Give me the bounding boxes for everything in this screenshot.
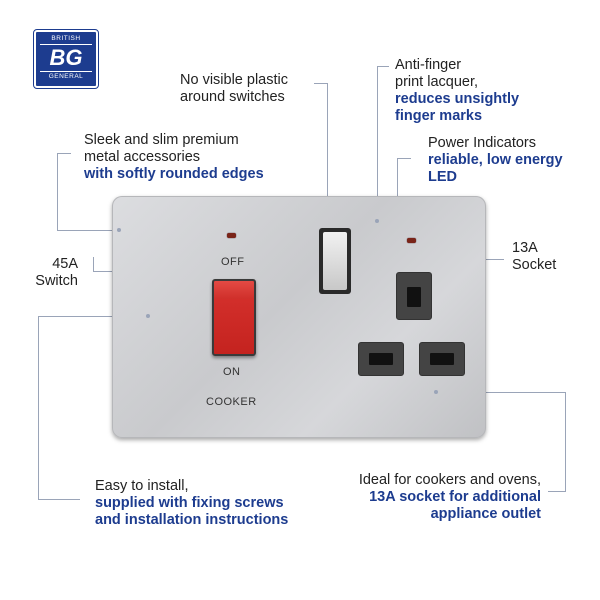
annotation-power-indicators: Power Indicators reliable, low energy LE… [428, 135, 563, 185]
socket-switch[interactable] [323, 232, 347, 290]
neutral-pin-socket [419, 342, 465, 376]
logo-bottom-text: GENERAL [48, 73, 84, 80]
live-pin-socket [358, 342, 404, 376]
annotation-45a-switch: 45A Switch [35, 256, 78, 289]
annotation-sleek: Sleek and slim premium metal accessories… [84, 132, 264, 182]
annotation-ideal-cookers: Ideal for cookers and ovens, 13A socket … [358, 472, 541, 522]
bg-logo: BRITISH BG GENERAL [33, 29, 99, 89]
annotation-easy-install: Easy to install, supplied with fixing sc… [95, 478, 289, 528]
annotation-13a-socket: 13A Socket [512, 240, 557, 273]
rocker-highlight [214, 281, 254, 299]
cooker-label: COOKER [206, 396, 257, 408]
logo-top-text: BRITISH [51, 35, 81, 42]
logo-mark: BG [40, 44, 92, 72]
annotation-no-plastic: No visible plastic around switches [180, 72, 288, 105]
cooker-indicator-led [227, 233, 236, 238]
socket-indicator-led [407, 238, 416, 243]
earth-pin-socket [396, 272, 432, 320]
off-label: OFF [221, 256, 245, 268]
on-label: ON [223, 366, 241, 378]
annotation-lacquer: Anti-finger print lacquer, reduces unsig… [395, 57, 520, 124]
